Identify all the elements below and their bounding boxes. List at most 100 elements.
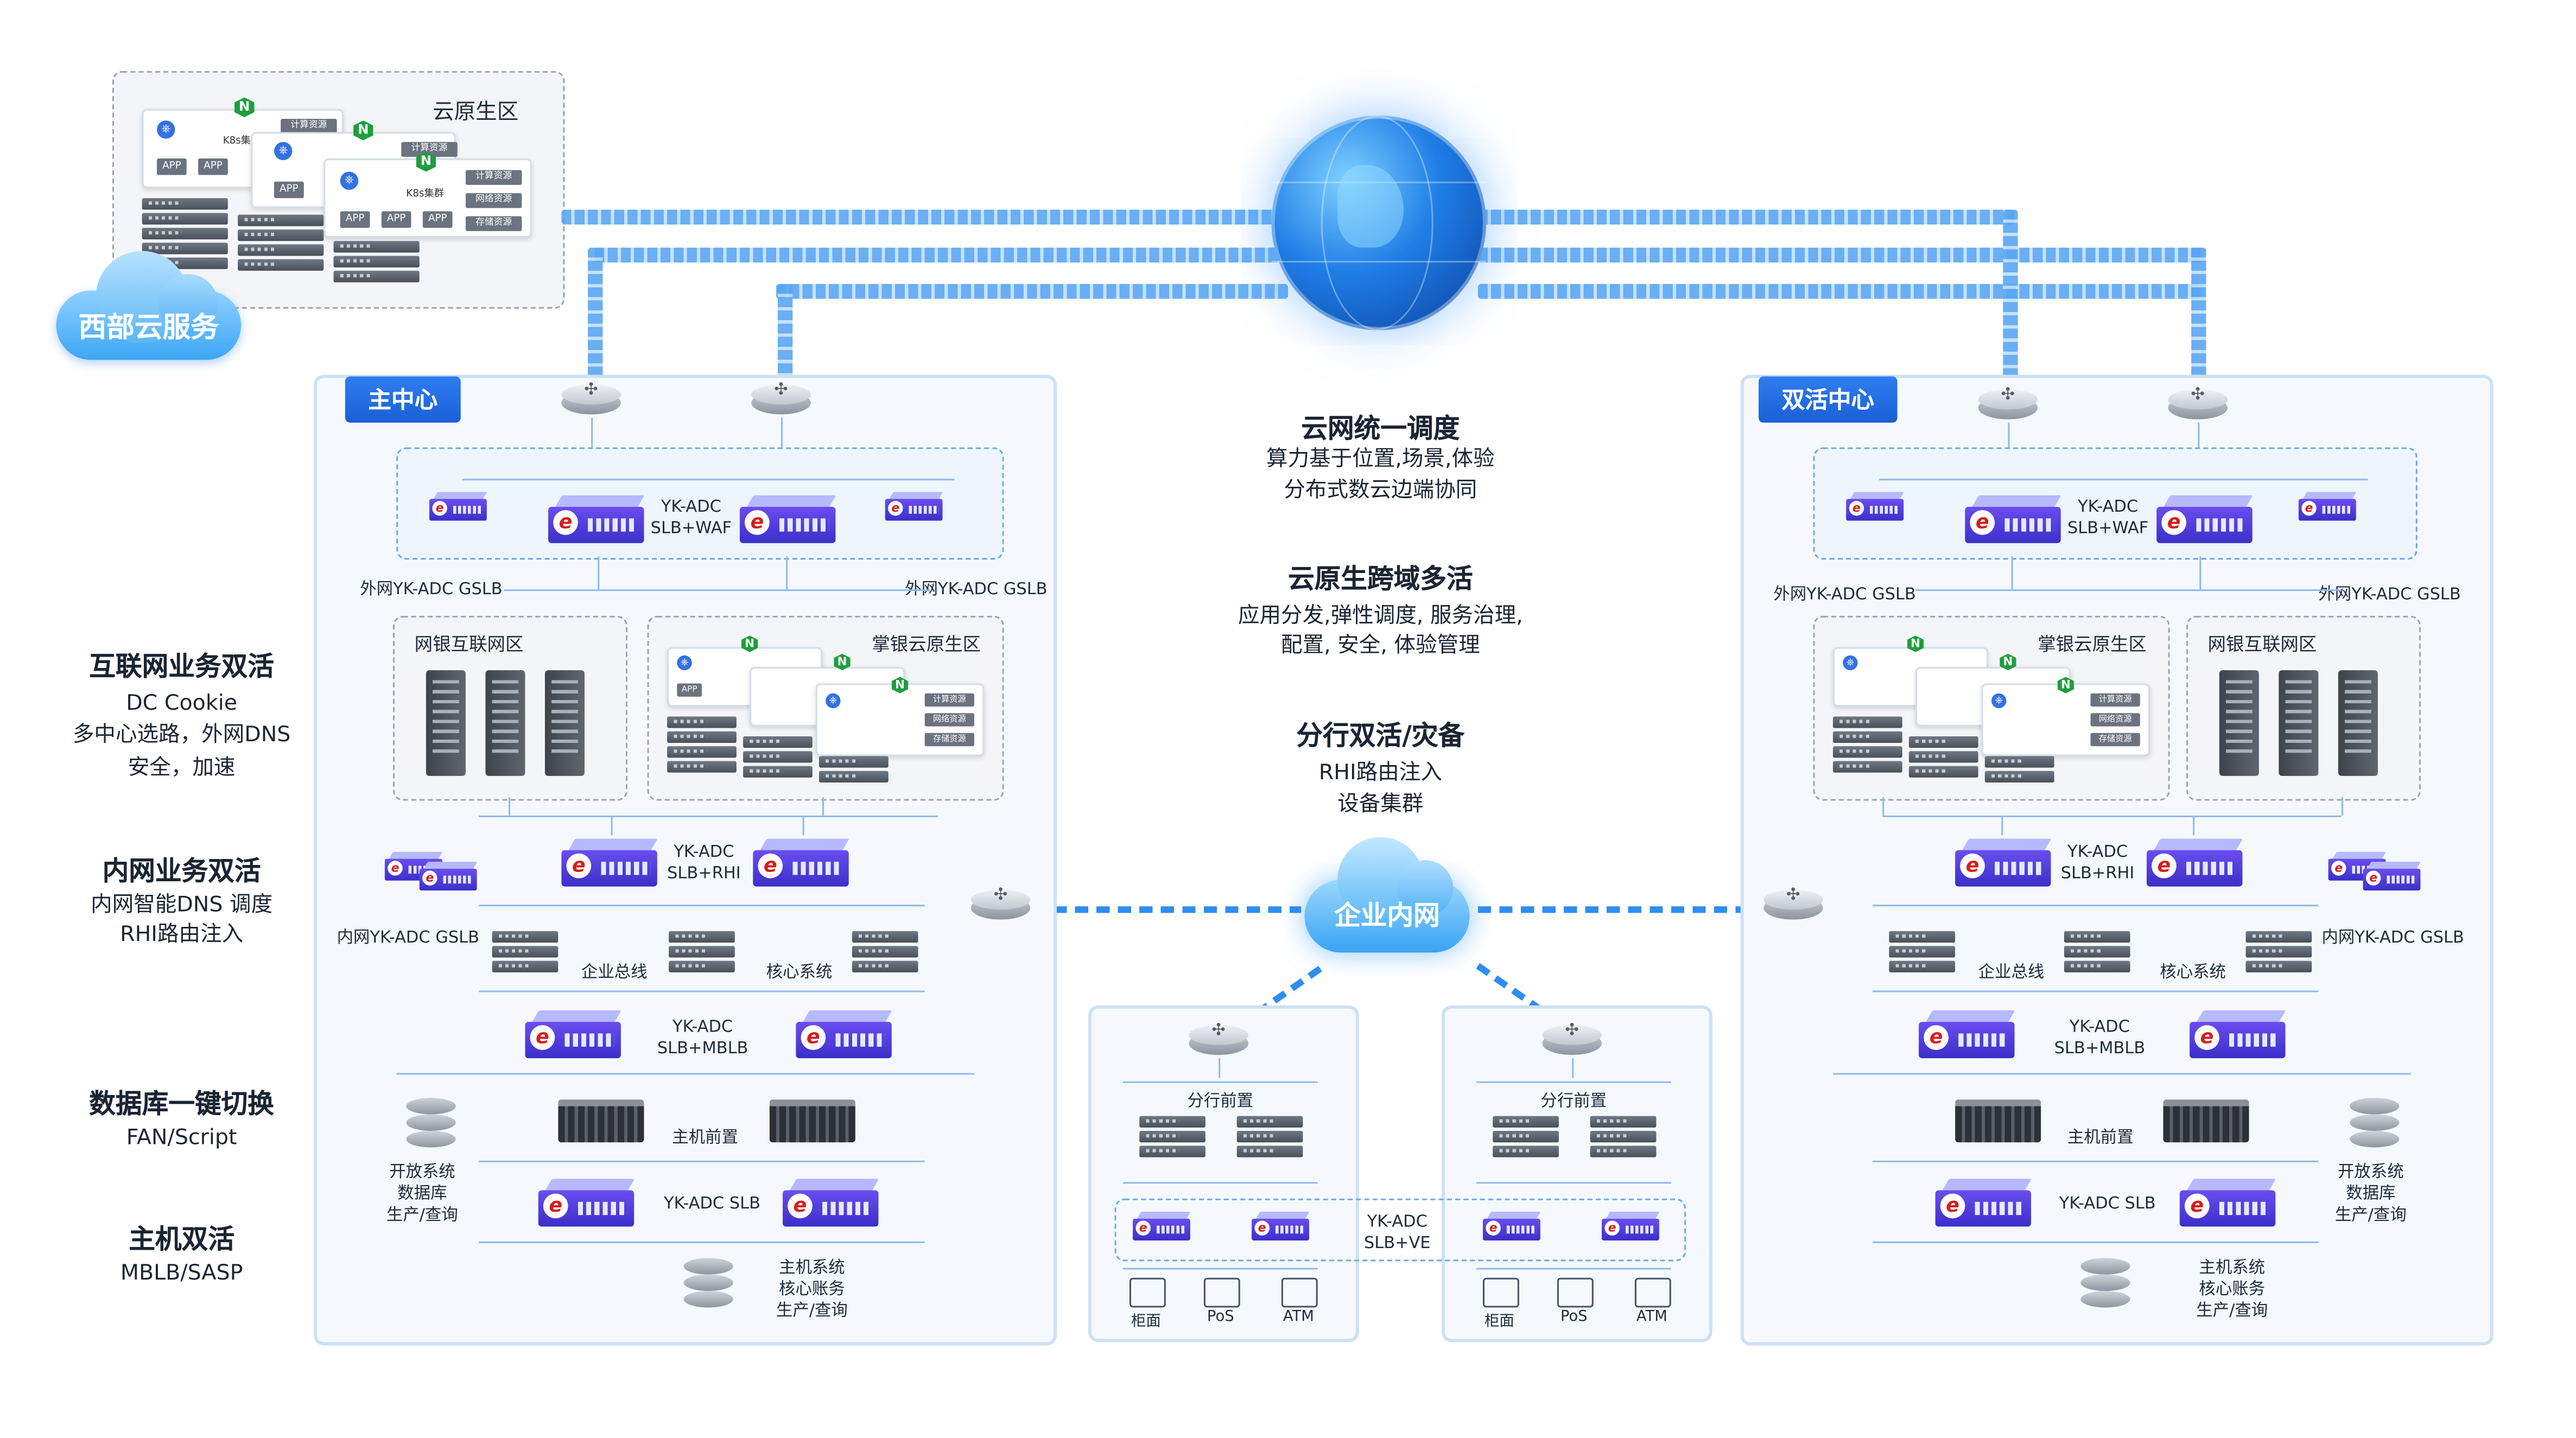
server-stack	[1236, 1116, 1303, 1159]
label-internet-title: 互联网业务双活	[89, 650, 275, 682]
pos-terminal-icon	[1203, 1277, 1240, 1308]
west-cloud-label: 西部云服务	[78, 311, 219, 345]
adc-device-icon: e	[1846, 492, 1904, 522]
adc-device-icon: e	[1482, 1212, 1541, 1242]
mobile-cloud-zone-label: 掌银云原生区	[872, 634, 981, 656]
pos-label: PoS	[1207, 1309, 1234, 1326]
branch-panel-2	[1441, 1005, 1712, 1342]
host-server-icon	[558, 1099, 644, 1143]
server-stack	[819, 756, 889, 799]
kubernetes-icon: ⎈	[340, 171, 359, 190]
adc-device-icon: e	[2298, 492, 2357, 522]
label-internet-desc3: 安全，加速	[128, 756, 236, 781]
app-badge: APP	[274, 181, 304, 199]
database-icon	[683, 1258, 733, 1314]
router-icon: ✣	[2168, 386, 2228, 423]
host-front-label: 主机前置	[2067, 1129, 2134, 1148]
adc-device-icon: e	[2363, 862, 2421, 892]
host-server-icon	[2163, 1099, 2249, 1143]
adc-device-icon: e	[419, 862, 478, 892]
kubernetes-icon: ⎈	[826, 693, 841, 709]
nginx-icon: N	[2057, 677, 2074, 693]
bank-internet-zone-label: 网银互联网区	[2207, 634, 2317, 656]
app-badge: APP	[381, 211, 411, 228]
link-pipe	[1477, 284, 2205, 299]
center-title-1: 云网统一调度	[1301, 412, 1460, 444]
server-stack	[1832, 716, 1902, 773]
kubernetes-icon: ⎈	[677, 655, 692, 671]
core-label: 核心系统	[2160, 964, 2226, 983]
server-stack	[743, 736, 813, 779]
adc-slb-label: YK-ADC SLB	[2059, 1195, 2156, 1214]
adc-device-icon: e	[2179, 1179, 2276, 1228]
adc-device-icon: e	[1252, 1212, 1310, 1242]
atm-label: ATM	[1283, 1309, 1314, 1326]
west-cloud-icon	[56, 247, 242, 360]
resource-compute: 计算资源	[2090, 693, 2140, 707]
center-line-1a: 算力基于位置,场景,体验	[1266, 447, 1495, 473]
adc-device-icon: e	[1919, 1010, 2015, 1060]
gslb-ext-label: 外网YK-ADC GSLB	[2318, 586, 2461, 605]
server-rack-icon	[2279, 670, 2319, 776]
database-icon	[406, 1098, 456, 1154]
server-stack	[1908, 736, 1978, 779]
database-icon	[2080, 1258, 2130, 1314]
server-stack	[1984, 756, 2054, 799]
server-stack	[2064, 931, 2130, 974]
adc-device-icon: e	[561, 838, 658, 888]
adc-device-icon: e	[2190, 1010, 2286, 1060]
link-pipe	[777, 284, 793, 386]
host-server-icon	[1955, 1099, 2041, 1143]
gslb-int-label: 内网YK-ADC GSLB	[2321, 929, 2464, 948]
esb-label: 企业总线	[1978, 964, 2045, 983]
center-title-2: 云原生跨域多活	[1287, 563, 1473, 595]
server-stack	[852, 931, 918, 974]
mobile-cloud-zone-label: 掌银云原生区	[2038, 634, 2147, 656]
server-rack-icon	[2338, 670, 2378, 776]
pos-terminal-icon	[1557, 1277, 1594, 1308]
router-icon: ✣	[1542, 1022, 1602, 1058]
server-stack	[1590, 1116, 1657, 1159]
center-title-3: 分行双活/灾备	[1296, 720, 1465, 752]
center-line-3a: RHI路由注入	[1318, 761, 1442, 786]
router-icon: ✣	[751, 381, 811, 418]
branch-adc-zone	[1114, 1198, 1686, 1262]
router-icon: ✣	[1978, 386, 2038, 423]
adc-device-icon: e	[1935, 1179, 2032, 1228]
branch-front-label: 分行前置	[1187, 1093, 1254, 1111]
resource-storage: 存储资源	[465, 216, 522, 231]
link-pipe	[2191, 247, 2206, 397]
adc-device-icon: e	[538, 1179, 635, 1228]
adc-device-icon: e	[1133, 1212, 1191, 1242]
atm-icon	[1634, 1277, 1671, 1308]
label-intranet-title: 内网业务双活	[102, 855, 261, 887]
center-line-1b: 分布式数云边端协同	[1284, 479, 1477, 504]
server-stack	[1493, 1116, 1559, 1159]
link-pipe	[594, 247, 1288, 263]
host-system-label: 主机系统核心账务生产/查询	[776, 1259, 848, 1321]
app-badge: APP	[422, 211, 453, 228]
link-pipe	[1477, 247, 2205, 263]
active-center-tag: 双活中心	[1759, 376, 1898, 423]
link-arrow	[1477, 906, 1742, 913]
adc-device-icon: e	[783, 1179, 879, 1228]
host-server-icon	[769, 1099, 855, 1143]
resource-network: 网络资源	[2090, 713, 2140, 727]
resource-compute: 计算资源	[924, 693, 974, 707]
adc-device-icon: e	[429, 492, 487, 522]
resource-network: 网络资源	[465, 193, 522, 208]
app-badge: APP	[677, 683, 702, 697]
gslb-ext-label: 外网YK-ADC GSLB	[905, 581, 1048, 600]
adc-device-icon: e	[384, 851, 443, 882]
server-rack-icon	[544, 670, 585, 776]
adc-device-icon: e	[1955, 838, 2052, 888]
gslb-int-label: 内网YK-ADC GSLB	[337, 929, 480, 948]
app-badge: APP	[340, 211, 370, 228]
server-rack-icon	[426, 670, 466, 776]
label-internet-desc2: 多中心选路，外网DNS	[72, 723, 291, 748]
